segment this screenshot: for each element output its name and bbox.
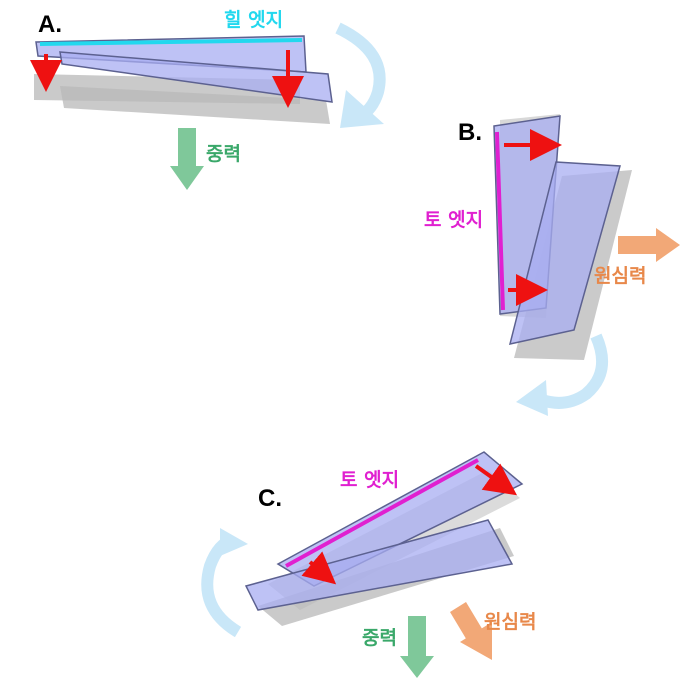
gravity-arrow — [400, 616, 434, 678]
centrifugal-arrow — [618, 228, 680, 262]
plate-lower — [244, 519, 514, 611]
toe-edge-label: 토 엣지 — [424, 209, 483, 231]
plate-shadow — [60, 86, 330, 124]
rotation-arrow-head — [220, 528, 248, 556]
centrifugal-arrow — [450, 602, 492, 660]
panel-b: B. 토 엣지 원심력 — [424, 114, 680, 416]
panel-a: A. 힐 엣지 중력 — [30, 8, 386, 190]
force-arrow — [474, 463, 518, 496]
centrifugal-label: 원심력 — [594, 265, 646, 287]
rotation-arrow — [540, 333, 608, 409]
rotation-arrow-head — [340, 90, 384, 128]
heel-edge-line — [39, 38, 303, 46]
panel-letter-a: A. — [38, 11, 62, 38]
gravity-label: 중력 — [362, 627, 397, 649]
centrifugal-label: 원심력 — [484, 611, 536, 633]
panel-letter-c: C. — [258, 485, 282, 512]
gravity-arrow — [170, 128, 204, 190]
heel-edge-label: 힐 엣지 — [224, 8, 283, 31]
toe-edge-line — [285, 458, 479, 568]
toe-edge-label: 토 엣지 — [340, 469, 399, 491]
force-arrow — [301, 551, 337, 585]
panel-c: C. 토 엣지 중력 원심력 — [201, 451, 536, 678]
gravity-label: 중력 — [206, 143, 241, 165]
panel-letter-b: B. — [458, 119, 482, 146]
rotation-arrow-head — [516, 380, 548, 416]
toe-edge-line — [495, 131, 505, 311]
